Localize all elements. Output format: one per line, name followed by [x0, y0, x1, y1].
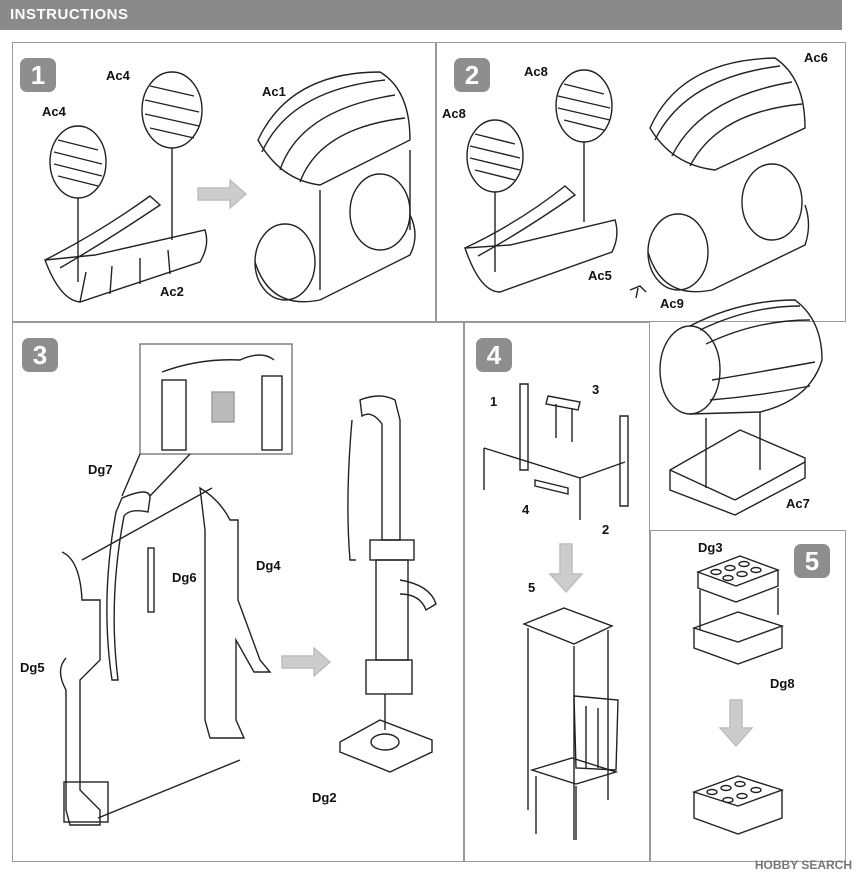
part-label-ac5: Ac5	[588, 268, 612, 283]
keg-assembly-illustration	[629, 57, 810, 299]
tray-base-illustration	[691, 611, 785, 665]
keg-half-illustration	[464, 185, 618, 293]
watermark-text: HOBBY SEARCH	[754, 858, 852, 872]
part-label-dg2: Dg2	[312, 790, 337, 805]
barrel-half-illustration	[44, 195, 208, 303]
part-label-dg8: Dg8	[770, 676, 795, 691]
step-2-badge: 2	[454, 58, 490, 92]
header-bar: INSTRUCTIONS	[0, 0, 842, 30]
step-5-badge: 5	[794, 544, 830, 578]
step-1-badge: 1	[20, 58, 56, 92]
step-2-panel	[436, 42, 846, 322]
part-label-dg3: Dg3	[698, 540, 723, 555]
keg-stand-illustration	[659, 299, 823, 516]
tray-lid-illustration	[696, 555, 780, 603]
part-label-dg7: Dg7	[88, 462, 113, 477]
part-label-dg4: Dg4	[256, 558, 281, 573]
part-label-ac2: Ac2	[160, 284, 184, 299]
part-label-dg5: Dg5	[20, 660, 45, 675]
barrel-assembly-illustration	[254, 71, 416, 303]
step-4-panel	[464, 322, 650, 862]
part-label-2: 2	[602, 522, 610, 537]
pump-half-illustration	[59, 486, 272, 826]
table-chair-illustration	[522, 607, 619, 840]
part-label-4: 4	[522, 502, 530, 517]
barrel-lid-illustration	[49, 71, 203, 199]
part-label-ac8-left: Ac8	[442, 106, 466, 121]
part-label-dg6: Dg6	[172, 570, 197, 585]
bench-illustration	[483, 383, 629, 520]
part-label-1: 1	[490, 394, 498, 409]
part-label-ac9: Ac9	[660, 296, 684, 311]
part-label-ac7: Ac7	[786, 496, 810, 511]
step-4-badge: 4	[476, 338, 512, 372]
part-label-ac8-right: Ac8	[524, 64, 548, 79]
pump-handle-illustration	[106, 491, 155, 681]
part-label-ac1: Ac1	[262, 84, 286, 99]
part-label-ac4-left: Ac4	[42, 104, 66, 119]
pump-assembly-illustration	[339, 395, 437, 773]
step-3-badge: 3	[22, 338, 58, 372]
part-label-ac6: Ac6	[804, 50, 828, 65]
header-title: INSTRUCTIONS	[10, 6, 129, 23]
part-label-5: 5	[528, 580, 536, 595]
step-5-panel	[650, 530, 846, 862]
part-label-3: 3	[592, 382, 600, 397]
pump-detail-illustration	[139, 343, 293, 455]
tray-assembly-illustration	[691, 775, 785, 835]
part-label-ac4-right: Ac4	[106, 68, 130, 83]
